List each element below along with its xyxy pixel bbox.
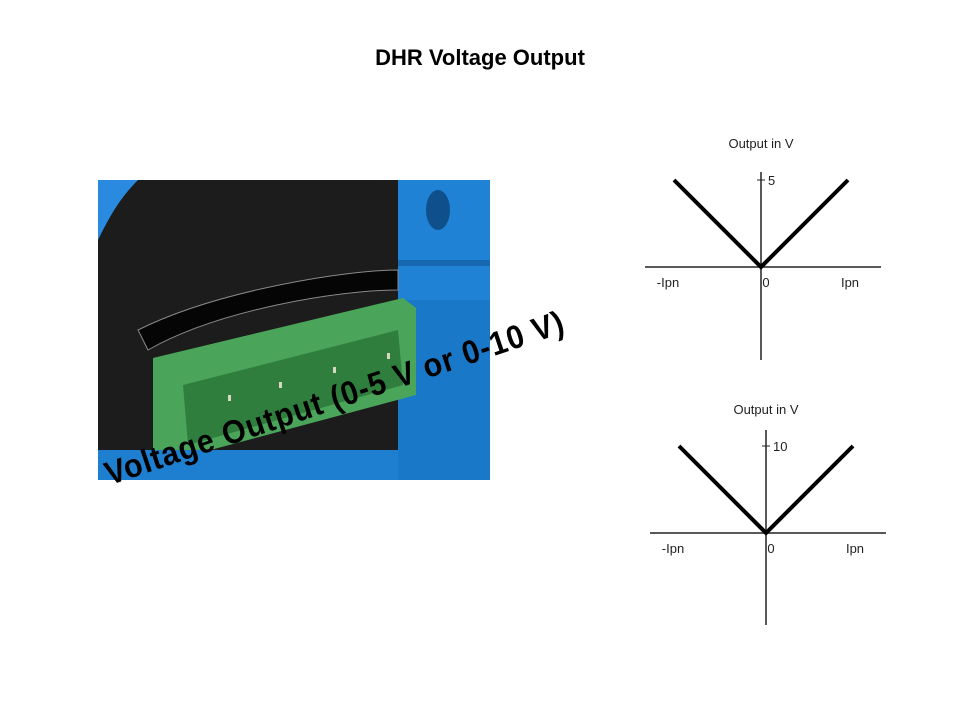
x-tick-label-neg: -Ipn <box>657 275 679 290</box>
chart-title: Output in V <box>728 136 793 151</box>
output-chart-0-5v: Output in V 5 -Ipn 0 Ipn <box>645 136 881 360</box>
x-tick-label-pos: Ipn <box>846 541 864 556</box>
x-tick-label-zero: 0 <box>762 275 769 290</box>
output-line <box>677 444 855 536</box>
output-line <box>672 178 850 270</box>
x-tick-label-neg: -Ipn <box>662 541 684 556</box>
chart-title: Output in V <box>733 402 798 417</box>
x-tick-label-zero: 0 <box>767 541 774 556</box>
connector-photo <box>98 180 490 480</box>
y-tick-label: 10 <box>773 439 787 454</box>
y-tick-label: 5 <box>768 173 775 188</box>
output-chart-0-10v: Output in V 10 -Ipn 0 Ipn <box>650 402 886 625</box>
x-tick-label-pos: Ipn <box>841 275 859 290</box>
slide-title: DHR Voltage Output <box>375 45 585 70</box>
